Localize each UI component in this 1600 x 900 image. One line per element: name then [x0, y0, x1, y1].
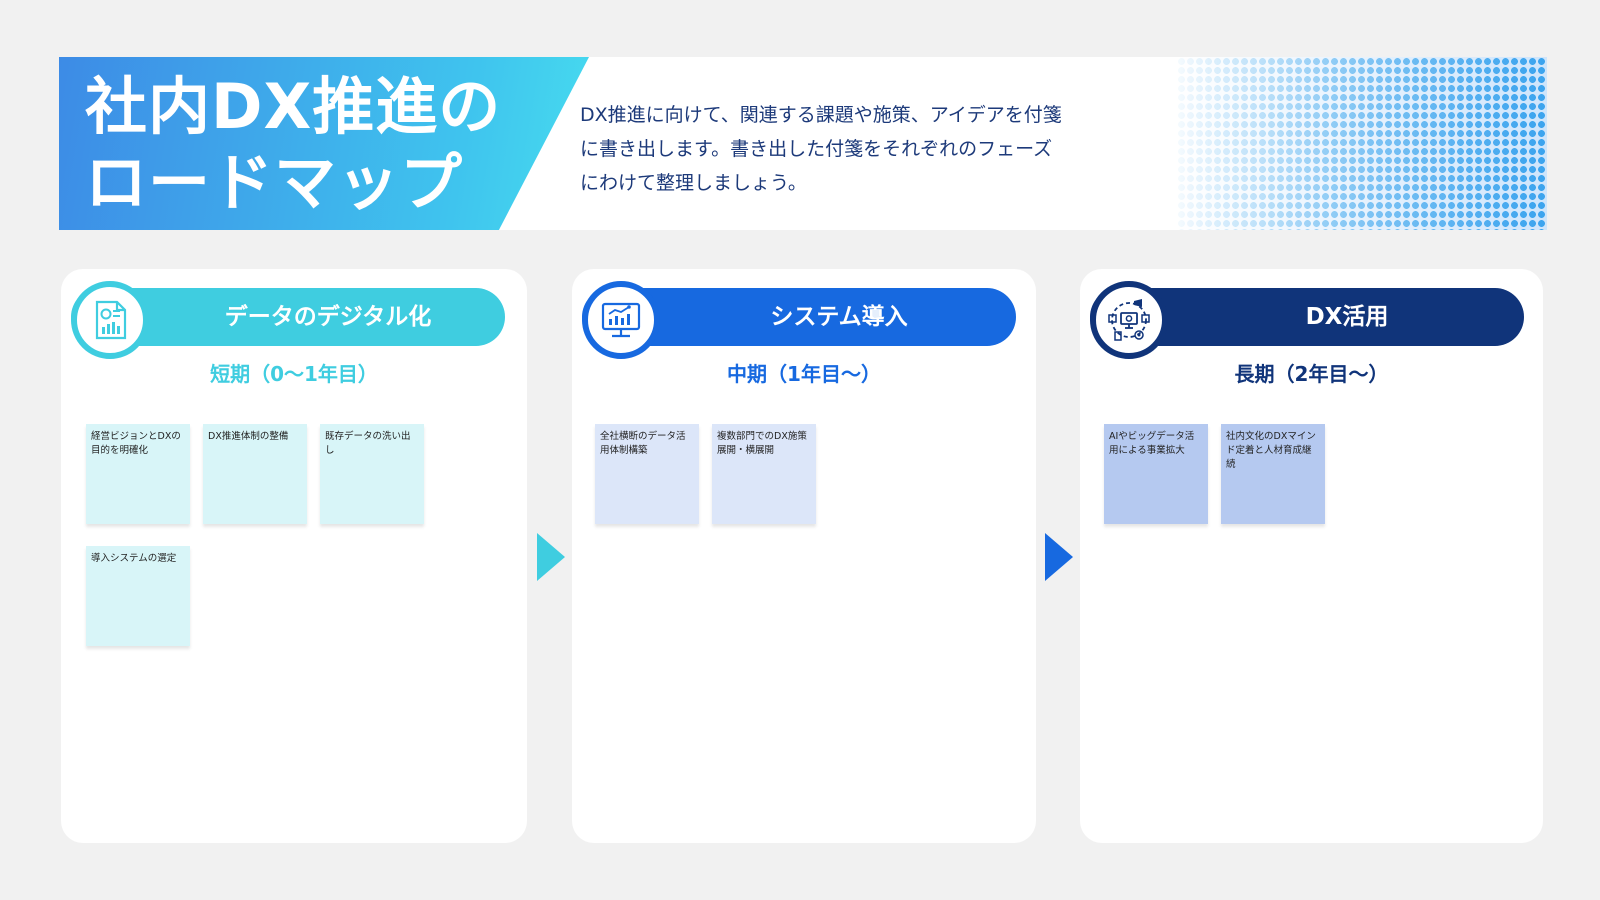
- page-title: 社内DX推進の ロードマップ: [85, 70, 502, 219]
- sticky-note[interactable]: AIやビッグデータ活用による事業拡大: [1104, 424, 1208, 524]
- title-gradient-block: [59, 57, 589, 230]
- halftone-pattern: [1177, 57, 1547, 230]
- monitor-chart-icon: [582, 281, 660, 359]
- phase-period: 中期（1年目〜）: [727, 362, 881, 386]
- arrow-right-icon: [1045, 533, 1073, 581]
- sticky-note[interactable]: 全社横断のデータ活用体制構築: [595, 424, 699, 524]
- phase-period: 長期（2年目〜）: [1234, 362, 1389, 386]
- sticky-note[interactable]: 経営ビジョンとDXの目的を明確化: [86, 424, 190, 524]
- phase-period: 短期（0〜1年目）: [210, 362, 378, 386]
- sticky-note[interactable]: 既存データの洗い出し: [320, 424, 424, 524]
- phase-title: システム導入: [770, 304, 908, 330]
- sticky-note[interactable]: DX推進体制の整備: [203, 424, 307, 524]
- phase-title: DX活用: [1305, 304, 1389, 330]
- phase-panel-mid-term: システム導入 中期（1年目〜） 全社横断のデータ活用体制構築 複数部門でのDX施…: [572, 269, 1036, 843]
- sticky-note[interactable]: 複数部門でのDX施策展開・横展開: [712, 424, 816, 524]
- sticky-note[interactable]: 社内文化のDXマインド定着と人材育成継続: [1221, 424, 1325, 524]
- halftone-tint: [1177, 57, 1547, 230]
- header-banner: 社内DX推進の ロードマップ DX推進に向けて、関連する課題や施策、アイデアを付…: [59, 57, 1547, 230]
- phase-panel-short-term: データのデジタル化 短期（0〜1年目） 経営ビジョンとDXの目的を明確化 DX推…: [61, 269, 527, 843]
- page-description: DX推進に向けて、関連する課題や施策、アイデアを付箋に書き出します。書き出した付…: [580, 104, 1062, 194]
- document-chart-icon: [71, 281, 149, 359]
- phase-panel-long-term: DX活用 長期（2年目〜） AIやビッグデータ活用による事業拡大 社内文化のDX…: [1080, 269, 1543, 843]
- arrow-right-icon: [537, 533, 565, 581]
- dx-hub-icon: [1090, 281, 1168, 359]
- sticky-note[interactable]: 導入システムの選定: [86, 546, 190, 646]
- phase-title: データのデジタル化: [224, 304, 432, 330]
